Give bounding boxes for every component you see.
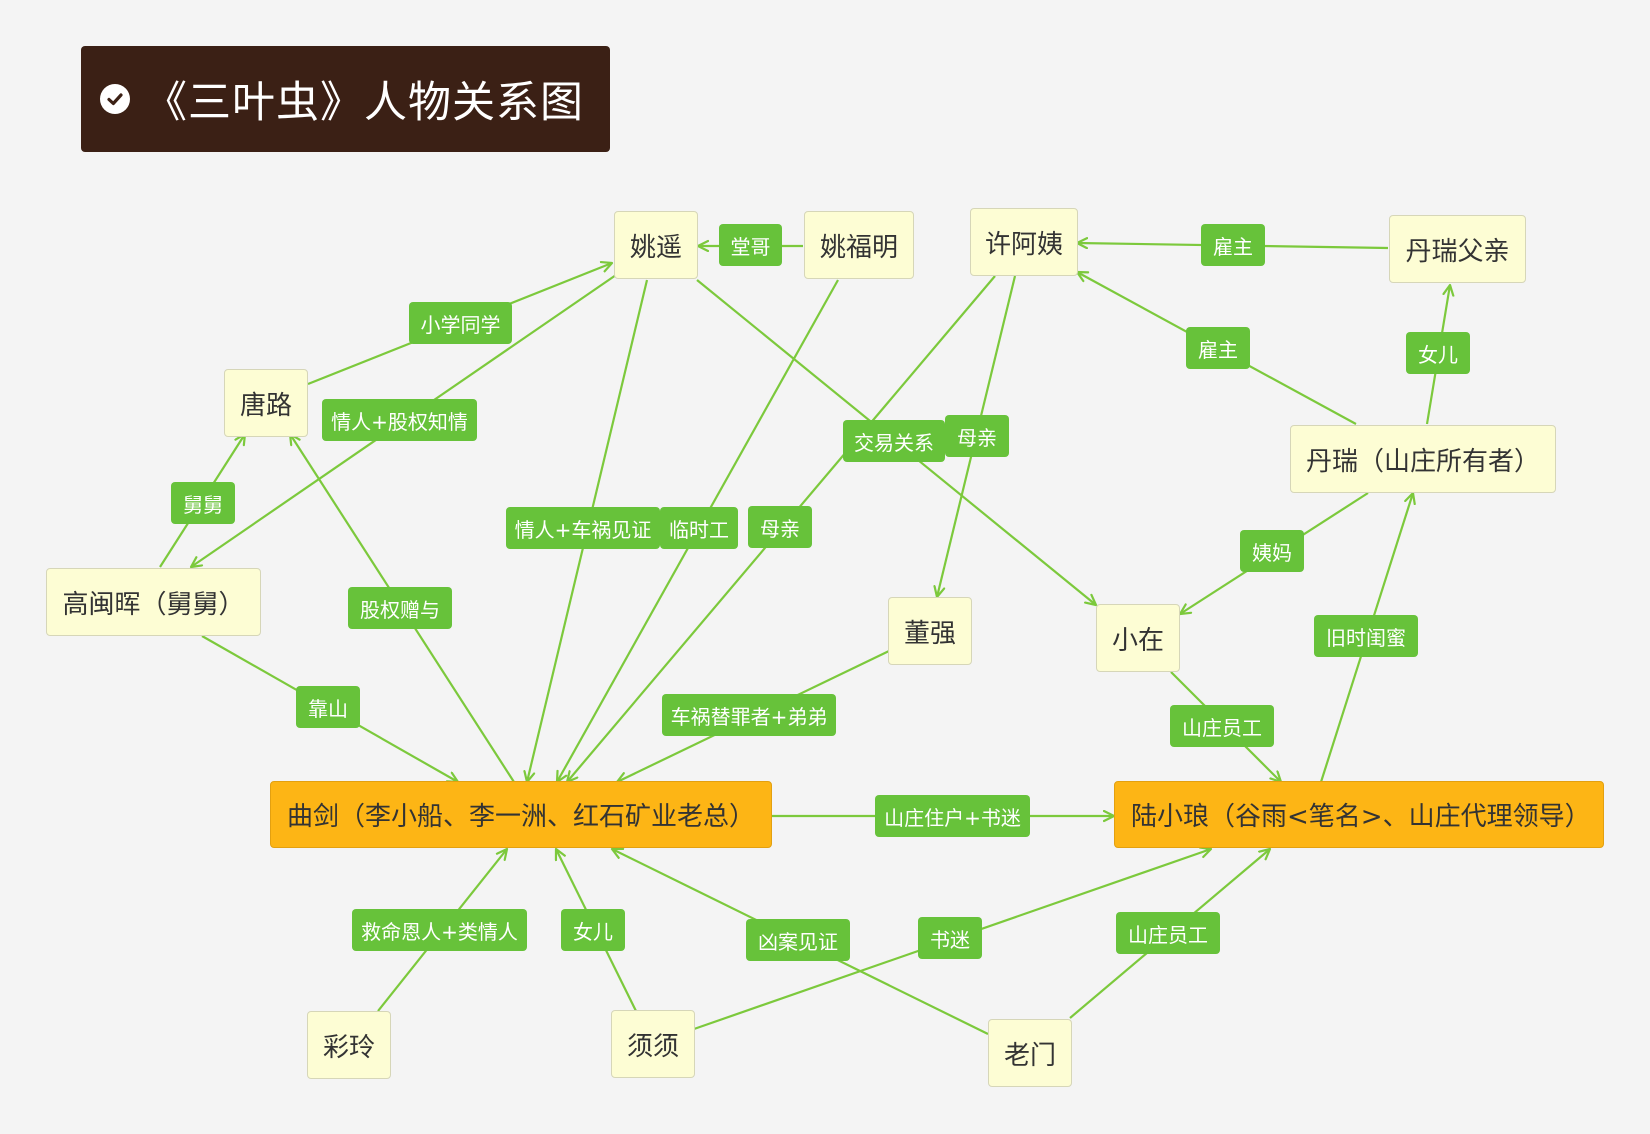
check-circle-icon [100, 84, 130, 114]
node-xiaozai[interactable]: 小在 [1096, 604, 1180, 672]
node-luxiaolang[interactable]: 陆小琅（谷雨<笔名>、山庄代理领导） [1114, 781, 1604, 848]
node-yaoyao[interactable]: 姚遥 [614, 211, 698, 279]
edge-label-linshigong: 临时工 [660, 507, 738, 549]
edge-label-guquan: 股权赠与 [348, 587, 452, 629]
node-danrui[interactable]: 丹瑞（山庄所有者） [1290, 425, 1556, 493]
node-tanglu[interactable]: 唐路 [224, 369, 308, 437]
edge-label-jiushi: 旧时闺蜜 [1314, 615, 1418, 657]
edge-label-kaoshan: 靠山 [296, 686, 360, 728]
edge-label-qingren-chehuo: 情人+车祸见证 [506, 507, 660, 549]
edge-label-yima: 姨妈 [1240, 530, 1304, 572]
node-gaominhui[interactable]: 高闽晖（舅舅） [46, 568, 261, 636]
edge-label-shanzhuang-yuangong-2: 山庄员工 [1116, 912, 1220, 954]
edge-label-jiujiu: 舅舅 [171, 482, 235, 524]
edge-label-qingren-guquan: 情人+股权知情 [322, 399, 477, 441]
page-title-text: 《三叶虫》人物关系图 [144, 78, 584, 128]
edge-label-zhuhu-shumi: 山庄住户+书迷 [875, 795, 1030, 837]
edge-label-shumi: 书迷 [918, 917, 982, 959]
edge-label-guzhu-2: 雇主 [1186, 327, 1250, 369]
edge-label-tangge: 堂哥 [719, 224, 782, 266]
node-laomen[interactable]: 老门 [988, 1019, 1072, 1087]
page-title: 《三叶虫》人物关系图 [81, 46, 610, 152]
edge-label-xiaoxue: 小学同学 [409, 302, 512, 344]
node-xuayi[interactable]: 许阿姨 [970, 208, 1078, 276]
node-yaofuming[interactable]: 姚福明 [804, 211, 914, 279]
edge-label-muqin-1: 母亲 [945, 415, 1009, 457]
node-qujian[interactable]: 曲剑（李小船、李一洲、红石矿业老总） [270, 781, 772, 848]
node-cailing[interactable]: 彩玲 [307, 1011, 391, 1079]
node-xuxu[interactable]: 须须 [611, 1010, 695, 1078]
edge-label-shanzhuang-yuangong-1: 山庄员工 [1170, 705, 1274, 747]
edge-label-nver-1: 女儿 [1406, 332, 1470, 374]
edge-label-muqin-2: 母亲 [748, 506, 812, 548]
edge-label-guzhu-1: 雇主 [1201, 224, 1265, 266]
edge-label-xiongan: 凶案见证 [746, 919, 850, 961]
edge-label-jiuming: 救命恩人+类情人 [352, 909, 527, 951]
edge-label-nver-2: 女儿 [561, 909, 625, 951]
node-danruifuqin[interactable]: 丹瑞父亲 [1389, 215, 1526, 283]
edge-label-jiaoyi: 交易关系 [843, 420, 945, 462]
node-dongqiang[interactable]: 董强 [888, 597, 972, 665]
edge-label-chehuo-tizui: 车祸替罪者+弟弟 [662, 694, 836, 736]
